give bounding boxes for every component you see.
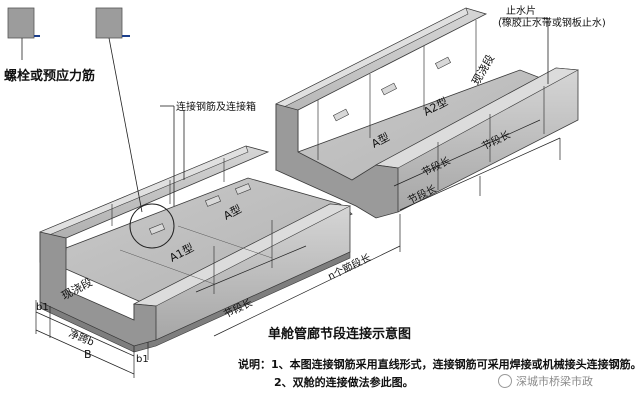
watermark-text: 深城市桥梁市政 (516, 375, 593, 388)
dimension-lines (35, 119, 561, 378)
watermark: 深城市桥梁市政 (498, 373, 593, 389)
dim-B-label: B (84, 348, 92, 361)
waterstop-title-label: 止水片 (506, 4, 536, 17)
bolt-label: 螺栓或预应力筋 (4, 68, 95, 84)
left-segment-group (39, 145, 353, 353)
notes: 说明：1、本图连接钢筋采用直线形式，连接钢筋可采用焊接或机械接头连接钢筋。 2、… (238, 356, 640, 392)
diagram-caption: 单舱管廊节段连接示意图 (268, 327, 412, 342)
right-segment-group (275, 7, 580, 219)
note-line-1: 说明：1、本图连接钢筋采用直线形式，连接钢筋可采用焊接或机械接头连接钢筋。 (238, 358, 640, 371)
bolt-samples (7, 7, 130, 39)
right-end-face (275, 103, 399, 219)
bolt-sample-1-icon (7, 7, 35, 39)
leader-lines (21, 17, 549, 213)
dim-b1-right-label: b1 (136, 354, 149, 365)
watermark-logo-icon (498, 374, 512, 388)
waterstop-sub-label: (橡胶止水带或钢板止水) (498, 16, 606, 29)
bolt-sample-2-icon (95, 7, 123, 39)
rebar-box-label: 连接钢筋及连接箱 (176, 100, 256, 113)
note-line-2: 2、双舱的连接做法参此图。 (274, 376, 414, 389)
connection-detail-circle (129, 203, 175, 249)
dim-b1-left-label: b1 (36, 302, 49, 313)
